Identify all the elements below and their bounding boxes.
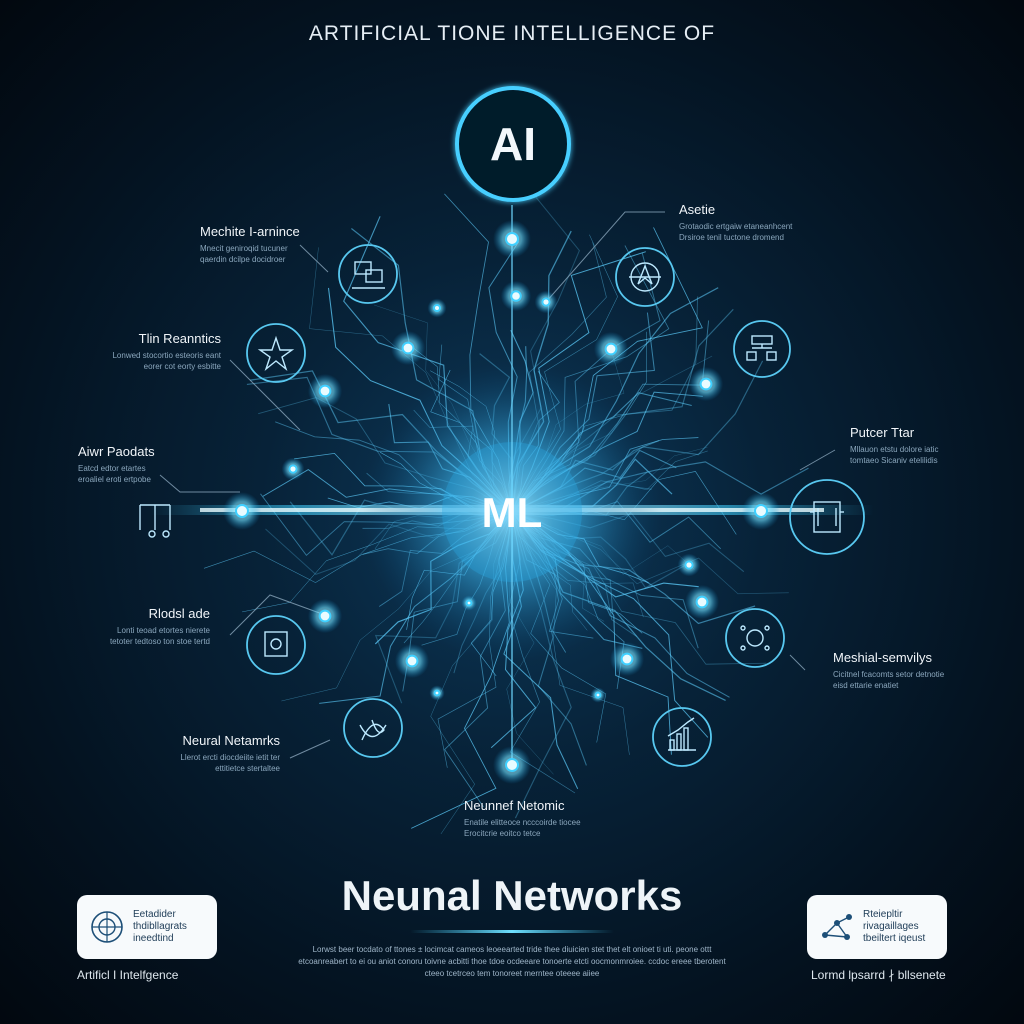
music-note-icon (139, 504, 171, 538)
caption-subtext: Llerot ercti diocdeiite ietit ter ettiti… (180, 753, 280, 773)
processor-icon (810, 501, 844, 533)
ml-core-label: ML (481, 489, 543, 536)
node (318, 384, 332, 398)
caption-title: Putcer Ttar (850, 425, 915, 440)
card-text: Eetadider thdibllagrats ineedtind (133, 909, 187, 944)
node (405, 654, 419, 668)
caption-subtext: Eatcd edtor etartes eroaliel eroti ertpo… (78, 464, 151, 484)
node (684, 560, 694, 570)
info-card-right: Rteiepltir rivagaillages tbeiltert iqeus… (807, 895, 947, 959)
icon-circles (246, 244, 865, 767)
card-text: Rteiepltir rivagaillages tbeiltert iqeus… (863, 909, 926, 944)
caption-title: Tlin Reanntics (138, 331, 221, 346)
main-title: Neunal Networks (341, 872, 683, 919)
node (604, 342, 618, 356)
caption-subtext: Lonwed stocortio esteoris eant eorer cot… (112, 351, 221, 371)
caption-asetie: Asetie Grotaodic ertgaiw etaneanhcent Dr… (679, 202, 799, 243)
caption-subtext: Lonti teoad etortes nierete tetoter tedt… (109, 626, 210, 646)
caption-title: Aiwr Paodats (78, 444, 155, 459)
node (465, 599, 473, 607)
caption-title: Neunnef Netomic (464, 798, 565, 813)
node (695, 595, 709, 609)
compass-icon (629, 262, 661, 292)
leader-lines (159, 211, 836, 759)
node (288, 464, 298, 474)
caption-title: Mechite I-arnince (200, 224, 300, 239)
node (401, 341, 415, 355)
ai-ring (455, 86, 571, 202)
caption-subtext: Cicitnel fcacomts setor detnotie eisd et… (833, 670, 945, 690)
caption-neunnef-netomic: Neunnef Netomic Enatile elitteoce ncccoi… (464, 798, 589, 839)
caption-machine-learning: Mechite I-arnince Mnecit geniroqid tucun… (200, 224, 310, 265)
dna-icon (359, 719, 387, 741)
node (620, 652, 634, 666)
node (433, 689, 441, 697)
caption-putcer-ttar: Putcer Ttar Mllauon etstu dolore iatic t… (850, 425, 965, 466)
caption-title: Rlodsl ade (148, 606, 210, 621)
caption-subtext: Mllauon etstu dolore iatic tomtaeo Sican… (850, 445, 939, 465)
node (510, 290, 522, 302)
node (541, 297, 551, 307)
node (235, 504, 249, 518)
star-icon (257, 335, 295, 372)
node (594, 691, 602, 699)
caption-tlin-reanntics: Tlin Reanntics Lonwed stocortio esteoris… (96, 331, 221, 372)
neural-grid-icon (91, 911, 123, 943)
caption-title: Meshial-semvilys (833, 650, 932, 665)
bar-chart-icon (667, 717, 696, 751)
glowing-nodes (223, 220, 780, 784)
caption-subtext: Enatile elitteoce ncccoirde tiocee Eroci… (464, 818, 581, 838)
card-footer-right: Lormd lpsarrd ∤ bllsenete (811, 968, 946, 982)
title-underline (410, 930, 614, 933)
node (318, 609, 332, 623)
caption-aiwr-paodats: Aiwr Paodats Eatcd edtor etartes eroalie… (78, 444, 168, 485)
network-nodes-icon (822, 914, 852, 940)
node (699, 377, 713, 391)
card-footer-left: Artificl I Intelfgence (77, 968, 179, 982)
caption-meshial-semvilys: Meshial-semvilys Cicitnel fcacomts setor… (833, 650, 948, 691)
caption-title: Neural Netamrks (182, 733, 280, 748)
ai-node-label: AI (490, 118, 536, 170)
caption-neural-netamrks: Neural Netamrks Llerot ercti diocdeiite … (160, 733, 280, 774)
flowchart-icon (746, 335, 777, 361)
node (433, 304, 441, 312)
caption-rlodsl-ade: Rlodsl ade Lonti teoad etortes nierete t… (95, 606, 210, 647)
node (505, 758, 519, 772)
node (754, 504, 768, 518)
caption-title: Asetie (679, 202, 716, 217)
top-title: ARTIFICIAL TIONE INTELLIGENCE OF (308, 22, 716, 45)
info-card-left: Eetadider thdibllagrats ineedtind (77, 895, 217, 959)
description-text: Lorwst beer tocdato of ttones ± locimcat… (298, 945, 726, 978)
caption-subtext: Grotaodic ertgaiw etaneanhcent Drsiroe t… (679, 222, 793, 242)
document-icon (264, 631, 288, 657)
caption-subtext: Mnecit geniroqid tucuner qaerdin dcilpe … (200, 244, 288, 264)
node (505, 232, 519, 246)
gear-network-icon (740, 625, 770, 651)
layers-icon (352, 261, 385, 289)
